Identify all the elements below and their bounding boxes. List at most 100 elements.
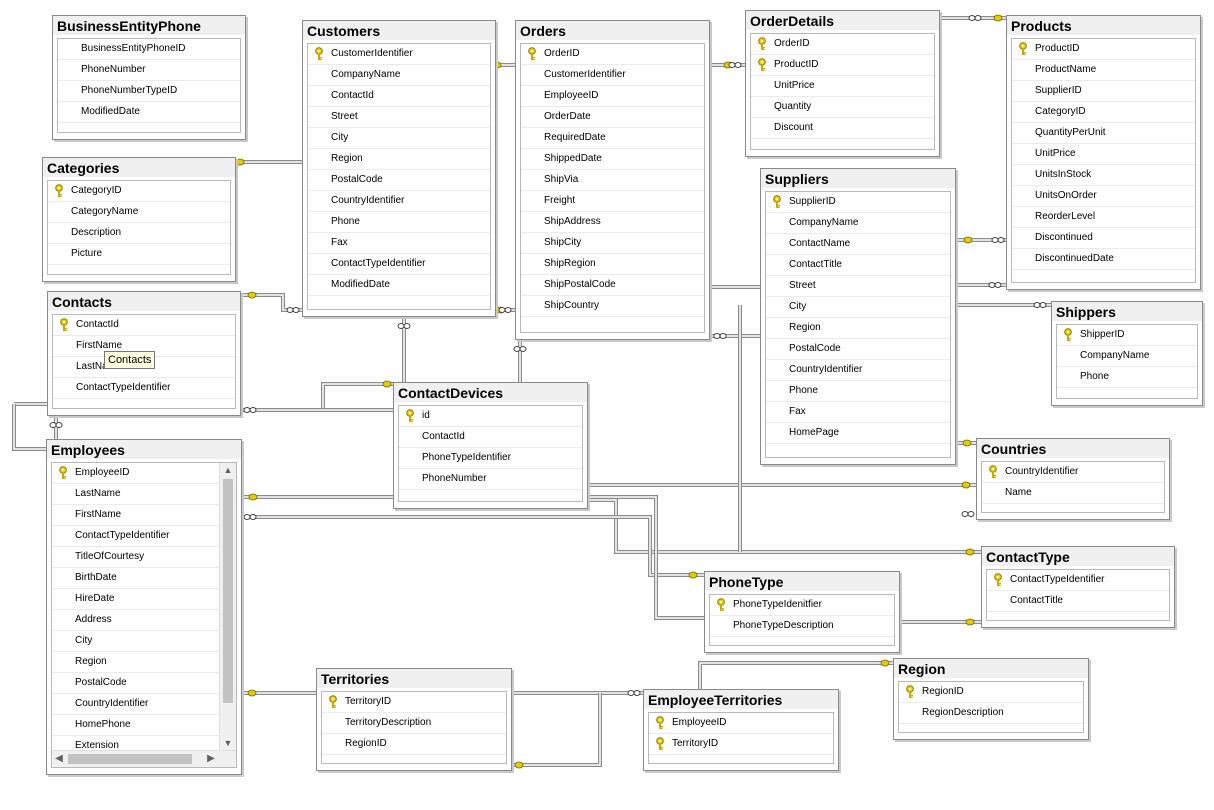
column-row[interactable]: CompanyName xyxy=(766,213,950,234)
column-row[interactable]: ShipVia xyxy=(521,170,704,191)
column-row[interactable]: RegionID xyxy=(899,682,1083,703)
column-row[interactable]: ShipAddress xyxy=(521,212,704,233)
column-row[interactable]: ShipCountry xyxy=(521,296,704,317)
column-row[interactable]: FirstName xyxy=(52,505,219,526)
column-row[interactable]: DiscontinuedDate xyxy=(1012,249,1195,270)
column-row[interactable]: TerritoryID xyxy=(322,692,506,713)
table-title[interactable]: ContactDevices xyxy=(394,383,587,402)
column-row[interactable]: ContactTitle xyxy=(987,591,1169,612)
table-title[interactable]: Contacts xyxy=(48,292,240,311)
column-row[interactable]: OrderID xyxy=(521,44,704,65)
column-row[interactable]: PhoneNumber xyxy=(399,469,582,490)
column-row[interactable]: City xyxy=(52,631,219,652)
column-row[interactable]: Freight xyxy=(521,191,704,212)
column-row[interactable]: Fax xyxy=(308,233,490,254)
table-title[interactable]: Suppliers xyxy=(761,169,955,188)
column-row[interactable]: Discount xyxy=(751,118,934,139)
column-row[interactable]: Description xyxy=(48,223,230,244)
column-row[interactable]: CompanyName xyxy=(1057,346,1197,367)
relationship-line[interactable] xyxy=(698,661,893,690)
column-row[interactable]: PhoneTypeIdenitfier xyxy=(710,595,894,616)
column-row[interactable]: PostalCode xyxy=(52,673,219,694)
column-row[interactable]: CountryIdentifier xyxy=(52,694,219,715)
column-row[interactable]: HomePage xyxy=(766,423,950,444)
column-row[interactable]: ContactTypeIdentifier xyxy=(987,570,1169,591)
column-row[interactable]: ProductName xyxy=(1012,60,1195,81)
column-row[interactable]: TerritoryDescription xyxy=(322,713,506,734)
column-row[interactable]: BusinessEntityPhoneID xyxy=(58,39,240,60)
column-row[interactable]: Region xyxy=(308,149,490,170)
column-row[interactable]: Discontinued xyxy=(1012,228,1195,249)
column-row[interactable]: ContactTypeIdentifier xyxy=(308,254,490,275)
column-row[interactable]: EmployeeID xyxy=(52,463,219,484)
scrollbar-thumb[interactable] xyxy=(68,754,192,764)
column-row[interactable]: PostalCode xyxy=(766,339,950,360)
column-row[interactable]: PhoneTypeDescription xyxy=(710,616,894,637)
column-row[interactable]: ShipperID xyxy=(1057,325,1197,346)
column-row[interactable]: ContactId xyxy=(53,315,235,336)
column-row[interactable]: CountryIdentifier xyxy=(766,360,950,381)
table-title[interactable]: Customers xyxy=(303,21,495,40)
column-row[interactable]: Picture xyxy=(48,244,230,265)
column-row[interactable]: ModifiedDate xyxy=(308,275,490,296)
column-row[interactable]: EmployeeID xyxy=(521,86,704,107)
table-title[interactable]: Territories xyxy=(317,669,511,688)
column-row[interactable]: CategoryID xyxy=(1012,102,1195,123)
column-row[interactable]: SupplierID xyxy=(1012,81,1195,102)
horizontal-scrollbar[interactable]: ◀▶ xyxy=(52,750,236,767)
column-row[interactable]: id xyxy=(399,406,582,427)
column-row[interactable]: ReorderLevel xyxy=(1012,207,1195,228)
column-row[interactable]: UnitPrice xyxy=(751,76,934,97)
table-title[interactable]: Employees xyxy=(47,440,241,459)
table-title[interactable]: Countries xyxy=(977,439,1169,458)
scroll-down-icon[interactable]: ▼ xyxy=(223,738,233,748)
column-row[interactable]: ModifiedDate xyxy=(58,102,240,123)
column-row[interactable]: CategoryName xyxy=(48,202,230,223)
column-row[interactable]: ContactId xyxy=(308,86,490,107)
column-row[interactable]: CustomerIdentifier xyxy=(521,65,704,86)
column-row[interactable]: Fax xyxy=(766,402,950,423)
column-row[interactable]: ContactTypeIdentifier xyxy=(52,526,219,547)
column-row[interactable]: ShipRegion xyxy=(521,254,704,275)
column-row[interactable]: Region xyxy=(52,652,219,673)
column-row[interactable]: CategoryID xyxy=(48,181,230,202)
table-title[interactable]: Shippers xyxy=(1052,302,1202,321)
table-title[interactable]: BusinessEntityPhone xyxy=(53,16,245,35)
relationship-line[interactable] xyxy=(242,515,704,577)
column-row[interactable]: OrderDate xyxy=(521,107,704,128)
column-row[interactable]: TerritoryID xyxy=(649,734,833,755)
column-row[interactable]: LastName xyxy=(53,357,235,378)
table-title[interactable]: PhoneType xyxy=(705,572,899,591)
relationship-line[interactable] xyxy=(321,382,393,409)
relationship-line[interactable] xyxy=(12,404,46,451)
column-row[interactable]: Phone xyxy=(1057,367,1197,388)
column-row[interactable]: Region xyxy=(766,318,950,339)
column-row[interactable]: Phone xyxy=(766,381,950,402)
column-row[interactable]: ContactTypeIdentifier xyxy=(53,378,235,399)
column-row[interactable]: Street xyxy=(308,107,490,128)
column-row[interactable]: ContactName xyxy=(766,234,950,255)
scroll-right-icon[interactable]: ▶ xyxy=(207,753,215,764)
column-row[interactable]: ShippedDate xyxy=(521,149,704,170)
vertical-scrollbar[interactable]: ▲▼ xyxy=(219,463,236,750)
column-row[interactable]: SupplierID xyxy=(766,192,950,213)
column-row[interactable]: Quantity xyxy=(751,97,934,118)
column-row[interactable]: ContactId xyxy=(399,427,582,448)
column-row[interactable]: ProductID xyxy=(751,55,934,76)
column-row[interactable]: CompanyName xyxy=(308,65,490,86)
column-row[interactable]: RegionID xyxy=(322,734,506,755)
column-row[interactable]: HomePhone xyxy=(52,715,219,736)
scroll-up-icon[interactable]: ▲ xyxy=(223,465,233,475)
relationship-line[interactable] xyxy=(512,693,602,767)
column-row[interactable]: Address xyxy=(52,610,219,631)
